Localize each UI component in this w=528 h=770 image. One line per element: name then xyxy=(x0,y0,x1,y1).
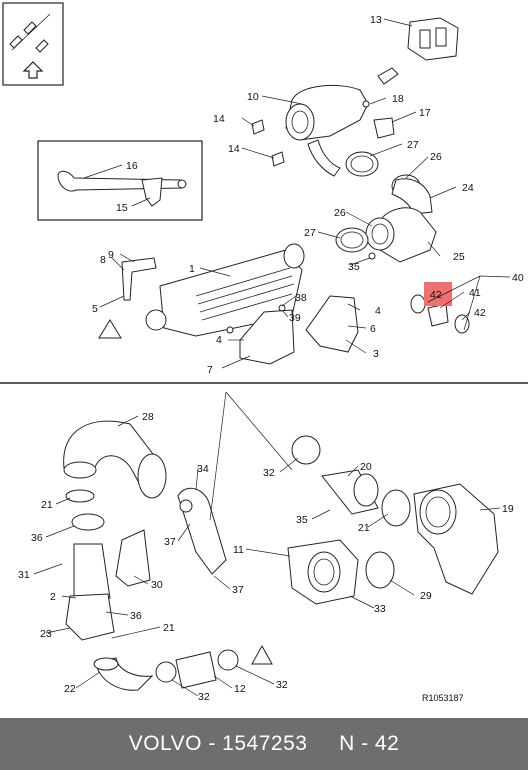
callout-34: 34 xyxy=(197,463,209,475)
callout-6: 6 xyxy=(370,323,376,335)
callout-42: 42 xyxy=(474,307,486,319)
callout-36: 36 xyxy=(31,532,43,544)
callout-24: 24 xyxy=(462,182,474,194)
callout-26: 26 xyxy=(430,151,442,163)
callout-7: 7 xyxy=(207,364,213,376)
callout-21: 21 xyxy=(41,499,53,511)
callout-4: 4 xyxy=(375,305,381,317)
callout-37: 37 xyxy=(232,584,244,596)
callout-13: 13 xyxy=(370,14,382,26)
callout-33: 33 xyxy=(374,603,386,615)
up-arrow-icon xyxy=(22,61,44,79)
orientation-box xyxy=(2,2,64,86)
callout-39: 39 xyxy=(289,312,301,324)
callout-25: 25 xyxy=(453,251,465,263)
callout-35: 35 xyxy=(348,261,360,273)
callout-27: 27 xyxy=(304,227,316,239)
callout-5: 5 xyxy=(92,303,98,315)
callout-22: 22 xyxy=(64,683,76,695)
callout-11: 11 xyxy=(233,544,244,556)
callout-20: 20 xyxy=(360,461,372,473)
callout-32: 32 xyxy=(263,467,275,479)
callout-21: 21 xyxy=(163,622,175,634)
leader-lines xyxy=(33,18,511,697)
compressor-housing xyxy=(251,17,459,177)
callout-17: 17 xyxy=(419,107,431,119)
callout-16: 16 xyxy=(126,160,138,172)
callout-23: 23 xyxy=(40,628,52,640)
callout-36: 36 xyxy=(130,610,142,622)
callout-21: 21 xyxy=(358,522,370,534)
reference-code: R1053187 xyxy=(422,693,464,703)
parts-diagram: 13 10 18 17 14 14 27 26 16 15 24 26 27 2… xyxy=(0,2,528,703)
callout-41: 41 xyxy=(469,287,481,299)
callout-30: 30 xyxy=(151,579,163,591)
callout-10: 10 xyxy=(247,91,259,103)
warning-triangle-icon xyxy=(98,319,122,339)
callout-38: 38 xyxy=(295,292,307,304)
warning-triangle-icon xyxy=(251,644,273,665)
callout-18: 18 xyxy=(392,93,404,105)
callout-27: 27 xyxy=(407,139,419,151)
callout-29: 29 xyxy=(420,590,432,602)
callout-26: 26 xyxy=(334,207,346,219)
callout-labels: 13 10 18 17 14 14 27 26 16 15 24 26 27 2… xyxy=(18,14,524,703)
callout-1: 1 xyxy=(189,263,195,275)
callout-42: 42 xyxy=(430,289,442,301)
callout-8: 8 xyxy=(100,254,106,266)
callout-35: 35 xyxy=(296,514,308,526)
callout-4: 4 xyxy=(216,334,222,346)
sleeve-assembly xyxy=(410,294,470,334)
callout-28: 28 xyxy=(142,411,154,423)
inset-rod-box xyxy=(37,140,203,221)
callout-12: 12 xyxy=(234,683,246,695)
charge-air-hoses xyxy=(335,151,437,263)
callout-32: 32 xyxy=(276,679,288,691)
callout-40: 40 xyxy=(512,272,524,284)
direction-arrows-icon xyxy=(9,13,51,53)
callout-37: 37 xyxy=(164,536,176,548)
callout-3: 3 xyxy=(373,348,379,360)
callout-31: 31 xyxy=(18,569,30,581)
callout-15: 15 xyxy=(116,202,128,214)
footer-part-number: VOLVO - 1547253 N - 42 xyxy=(128,732,400,755)
callout-32: 32 xyxy=(198,691,210,703)
footer-bar: VOLVO - 1547253 N - 42 xyxy=(0,718,528,770)
callout-2: 2 xyxy=(50,591,56,603)
callout-19: 19 xyxy=(502,503,514,515)
callout-9: 9 xyxy=(108,249,114,261)
callout-14: 14 xyxy=(228,143,240,155)
intercooler xyxy=(121,243,359,365)
callout-14: 14 xyxy=(213,113,225,125)
lower-section-parts xyxy=(63,420,499,691)
